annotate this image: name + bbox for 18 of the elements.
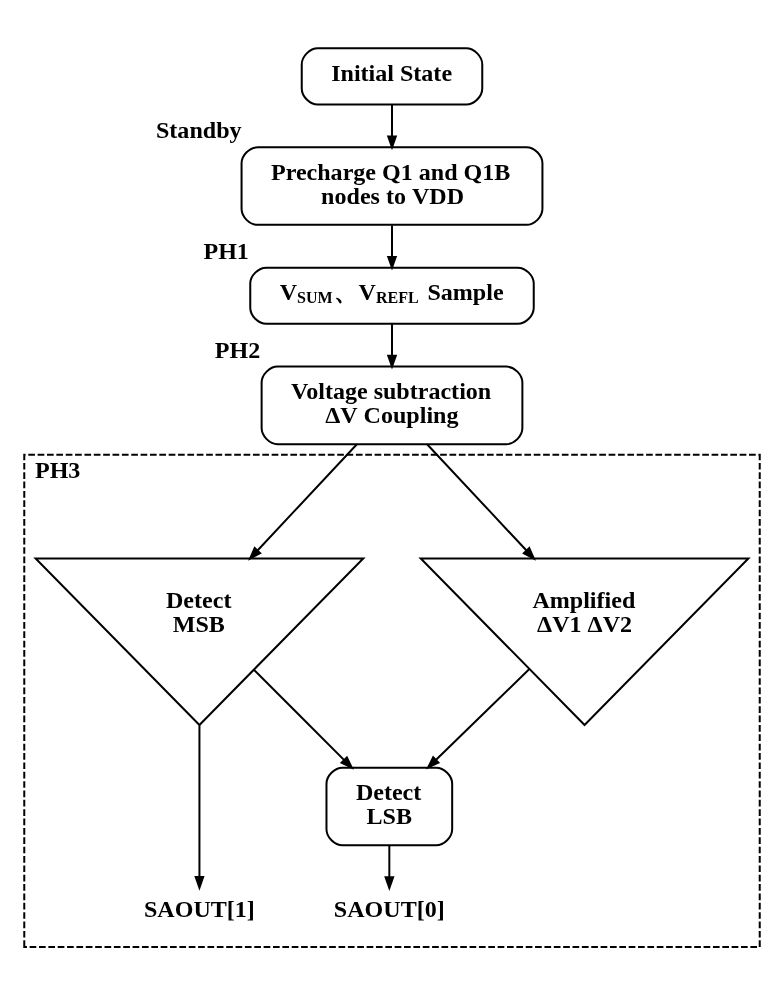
node-box: Initial State: [300, 46, 484, 105]
arrow: [194, 724, 205, 891]
arrow: [386, 224, 398, 271]
arrow: [248, 443, 358, 561]
node-text: SAOUT[1]: [143, 895, 255, 922]
node-label: PH1: [203, 237, 249, 264]
arrow: [426, 443, 536, 561]
arrow: [386, 323, 398, 370]
arrow: [253, 668, 354, 770]
arrow: [386, 104, 398, 150]
arrow: [384, 845, 395, 891]
node-text: SAOUT[0]: [333, 895, 445, 922]
node-label: Standby: [155, 116, 242, 143]
node-box: Detect LSB: [325, 766, 454, 846]
node-box: Precharge Q1 and Q1B nodes to VDD: [240, 145, 544, 226]
arrow: [426, 668, 530, 770]
node-label: PH2: [214, 336, 261, 363]
node-box: Voltage subtraction ΔV Coupling: [260, 365, 524, 445]
